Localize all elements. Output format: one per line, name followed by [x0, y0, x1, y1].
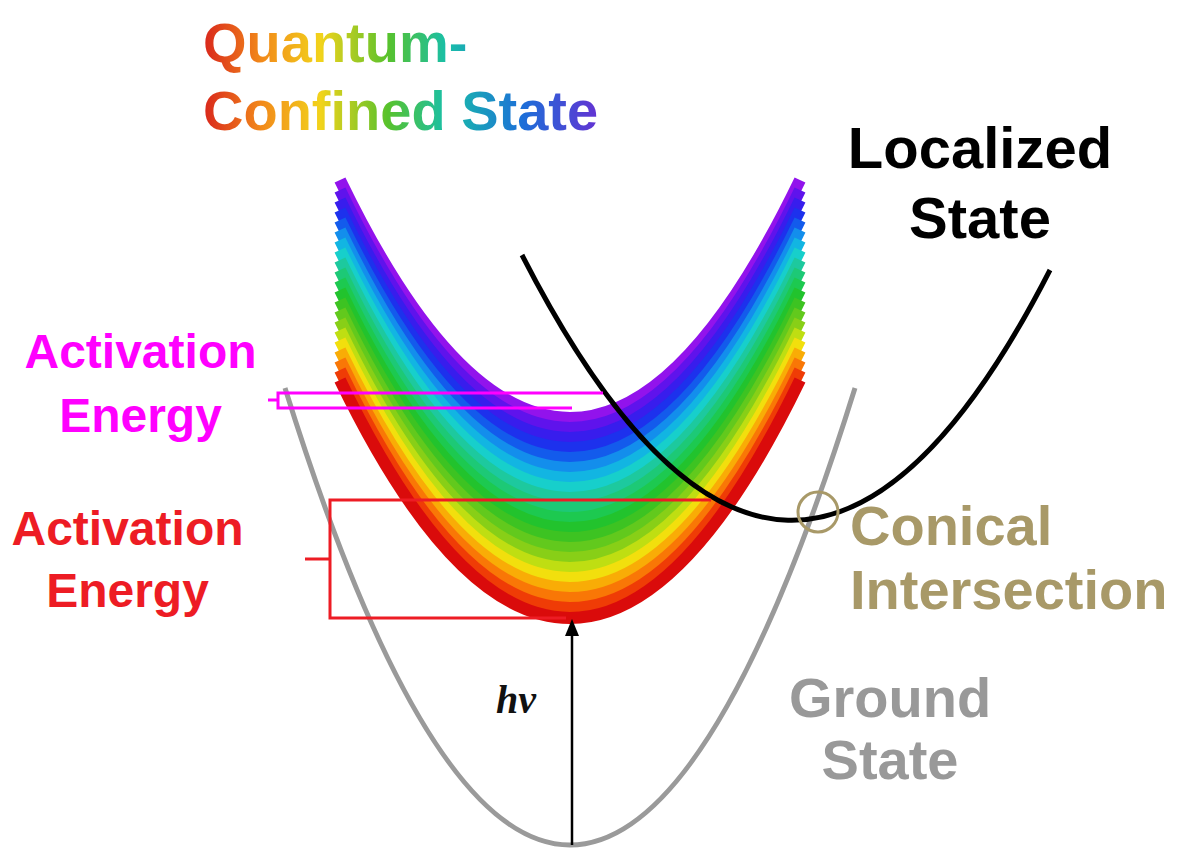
ground-state-curve [285, 388, 855, 845]
band-stripe [340, 350, 800, 588]
magenta-bracket [268, 393, 603, 408]
band-stripe [340, 310, 800, 548]
intersection-label: Conical Intersection [850, 494, 1180, 622]
state-label: Ground State [765, 667, 1015, 791]
state-label: Localized State [830, 113, 1130, 253]
activation-label: Activation Energy [0, 498, 255, 622]
localized-state-curve [522, 255, 1050, 520]
excitation-arrow-shaft [571, 632, 574, 845]
band-stripe [340, 360, 800, 598]
quantum-confined-band [340, 180, 800, 618]
photon-label: hv [496, 676, 566, 724]
activation-label: Activation Energy [8, 320, 273, 448]
band-title: Quantum- Confined State [203, 9, 623, 145]
conical-intersection-ring [798, 492, 838, 532]
band-stripe [340, 330, 800, 568]
band-stripe [340, 320, 800, 558]
band-stripe [340, 340, 800, 578]
band-stripe [340, 370, 800, 608]
red-bracket [305, 500, 711, 618]
excitation-arrow-head [565, 619, 579, 636]
